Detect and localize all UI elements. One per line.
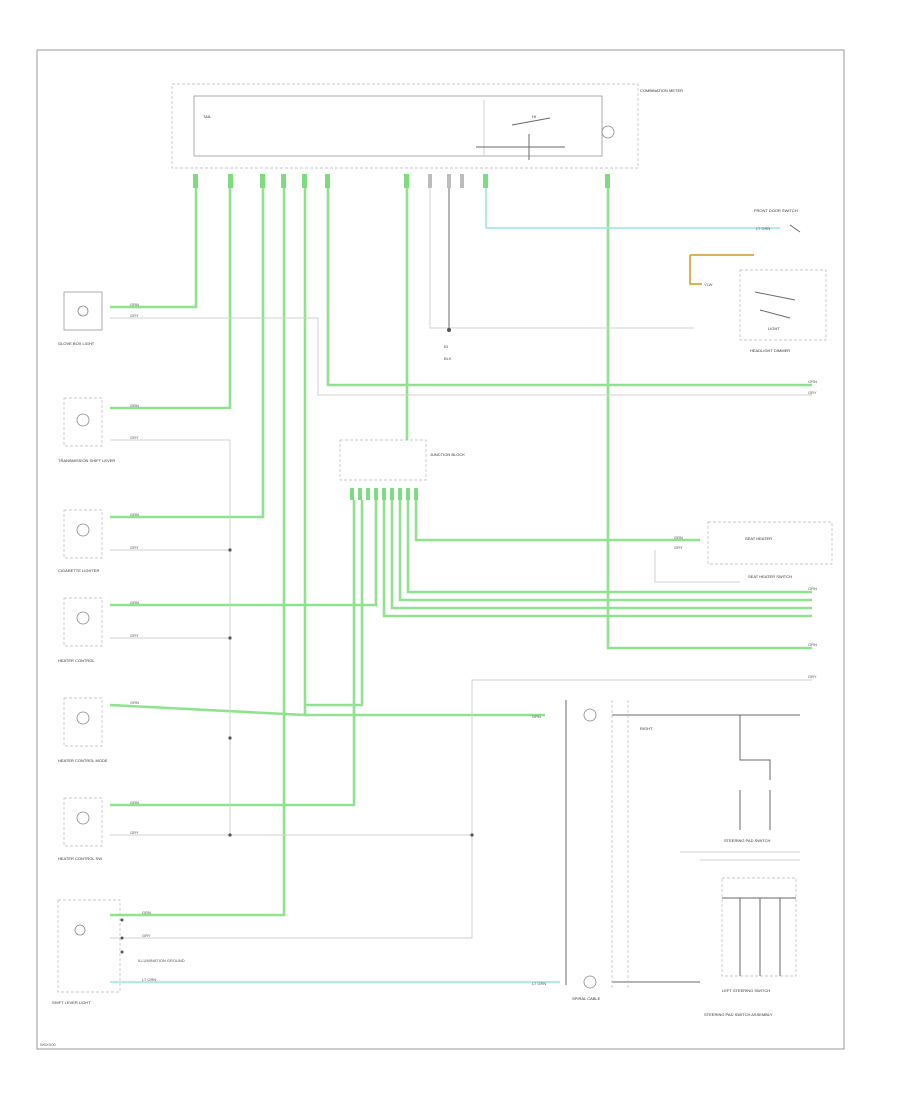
svg-text:GRY: GRY xyxy=(142,933,151,938)
heater-control: HEATER CONTROL GRN GRY xyxy=(58,597,139,663)
right-steering-switch: RIGHT STEERING PAD SWITCH xyxy=(640,715,800,861)
transmission-shift-indicator: TRANSMISSION SHIFT LEVER GRN GRY xyxy=(58,397,139,463)
gray-wires xyxy=(110,188,812,939)
lamp-icon xyxy=(76,811,90,825)
svg-text:GRN: GRN xyxy=(674,535,683,540)
shift-lever-light-label: SHIFT LEVER LIGHT xyxy=(52,1000,91,1005)
wire-label-ltgrn: LT GRN xyxy=(756,226,770,231)
wire-label-ylw: YLW xyxy=(704,282,713,287)
svg-text:GRY: GRY xyxy=(674,545,683,550)
lamp-icon xyxy=(76,611,90,625)
svg-text:GRY: GRY xyxy=(130,313,139,318)
black-wires xyxy=(447,188,800,985)
steering-pad-switch-label: STEERING PAD SWITCH xyxy=(724,838,770,843)
ignition-switch: IG BLK xyxy=(444,344,452,361)
diagram-frame xyxy=(36,49,845,1050)
cyan-wires xyxy=(110,188,780,983)
svg-text:GRN: GRN xyxy=(808,379,817,384)
green-wires xyxy=(109,188,812,917)
ignition-label: IG xyxy=(444,344,448,349)
seat-heater-inner-label: SEAT HEATER xyxy=(745,536,772,541)
wire-label-blk: BLK xyxy=(444,356,452,361)
glove-box-light: GLOVE BOX LIGHT GRN GRY xyxy=(58,291,139,346)
transmission-label: TRANSMISSION SHIFT LEVER xyxy=(58,458,115,463)
connector-icon xyxy=(583,708,597,722)
right-edge-wire-tags: GRN GRY GRN GRN GRY xyxy=(808,379,817,679)
illum-ground-note: ILLUMINATION GROUND xyxy=(138,958,185,963)
svg-text:GRY: GRY xyxy=(130,435,139,440)
heater-control-mode: HEATER CONTROL MODE GRN xyxy=(58,697,139,763)
steering-pad-assembly-label: STEERING PAD SWITCH ASSEMBLY xyxy=(704,1012,773,1017)
heater-control-sw: HEATER CONTROL SW GRN GRY xyxy=(58,797,139,861)
svg-text:GRN: GRN xyxy=(808,586,817,591)
front-door-switch: FRONT DOOR SWITCH LT GRN xyxy=(754,208,801,233)
cigarette-lighter-label: CIGARETTE LIGHTER xyxy=(58,568,99,573)
footer-code: W0XX00 xyxy=(40,1042,57,1047)
headlight-dimmer-switch: LIGHT HEADLIGHT DIMMER YLW xyxy=(689,254,827,353)
svg-text:GRY: GRY xyxy=(130,545,139,550)
svg-text:GRN: GRN xyxy=(130,800,139,805)
combination-meter: COMBINATION METER TAIL HI xyxy=(171,83,683,169)
heater-control-mode-label: HEATER CONTROL MODE xyxy=(58,758,108,763)
svg-text:GRY: GRY xyxy=(808,674,817,679)
svg-text:GRN: GRN xyxy=(130,512,139,517)
lamp-icon xyxy=(76,523,90,537)
svg-text:GRN: GRN xyxy=(808,642,817,647)
lamp-icon xyxy=(74,924,86,936)
svg-text:GRN: GRN xyxy=(130,700,139,705)
front-door-switch-label: FRONT DOOR SWITCH xyxy=(754,208,798,213)
svg-text:GRY: GRY xyxy=(130,633,139,638)
seat-heater-switch-label: SEAT HEATER SWITCH xyxy=(748,574,792,579)
fan-relay-label: HI xyxy=(532,114,536,119)
right-side-label: RIGHT xyxy=(640,726,653,731)
heater-control-label: HEATER CONTROL xyxy=(58,658,95,663)
left-steering-switch: LEFT STEERING SWITCH STEERING PAD SWITCH… xyxy=(704,877,797,1017)
meter-connector-pins xyxy=(193,174,610,188)
svg-text:GRN: GRN xyxy=(130,600,139,605)
spiral-cable-label: SPIRAL CABLE xyxy=(572,996,601,1001)
connector-icon xyxy=(193,174,198,188)
svg-text:GRY: GRY xyxy=(808,390,817,395)
svg-text:GRY: GRY xyxy=(130,830,139,835)
seat-heater-switch: SEAT HEATER SEAT HEATER SWITCH GRN GRY xyxy=(674,521,833,579)
glove-box-light-label: GLOVE BOX LIGHT xyxy=(58,341,95,346)
svg-text:GRN: GRN xyxy=(142,910,151,915)
svg-text:LT GRN: LT GRN xyxy=(142,977,156,982)
junction-block: JUNCTION BLOCK xyxy=(339,439,465,500)
shift-lever-light: SHIFT LEVER LIGHT ILLUMINATION GROUND GR… xyxy=(52,899,185,1005)
cigarette-lighter: CIGARETTE LIGHTER GRN GRY xyxy=(58,509,139,573)
gray-junction-nodes xyxy=(228,548,474,837)
svg-text:LT GRN: LT GRN xyxy=(532,981,546,986)
lamp-icon xyxy=(77,305,89,317)
tail-label: TAIL xyxy=(203,114,212,119)
combination-meter-label: COMBINATION METER xyxy=(640,88,683,93)
svg-text:GRN: GRN xyxy=(532,714,541,719)
lamp-icon xyxy=(76,413,90,427)
svg-text:GRN: GRN xyxy=(130,302,139,307)
junction-block-label: JUNCTION BLOCK xyxy=(430,452,465,457)
spiral-cable: SPIRAL CABLE GRN LT GRN xyxy=(532,700,629,1001)
connector-icon xyxy=(583,975,597,989)
lamp-icon xyxy=(76,711,90,725)
left-steering-switch-label: LEFT STEERING SWITCH xyxy=(722,988,770,993)
headlight-dimmer-label: HEADLIGHT DIMMER xyxy=(750,348,790,353)
lamp-icon xyxy=(601,125,615,139)
heater-control-sw-label: HEATER CONTROL SW xyxy=(58,856,102,861)
svg-text:GRN: GRN xyxy=(130,403,139,408)
sub-light-label: LIGHT xyxy=(768,326,780,331)
